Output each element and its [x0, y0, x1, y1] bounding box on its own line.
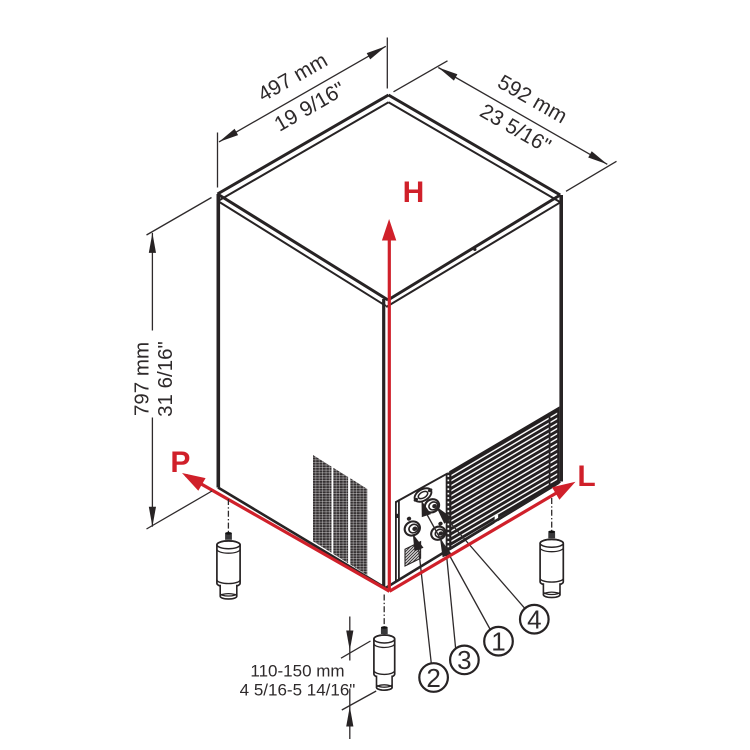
svg-text:4 5/16-5 14/16": 4 5/16-5 14/16" — [240, 681, 356, 700]
svg-text:797 mm: 797 mm — [131, 342, 154, 416]
svg-text:4: 4 — [527, 605, 541, 635]
svg-text:H: H — [403, 176, 425, 209]
svg-text:L: L — [577, 460, 595, 493]
svg-text:31 6/16": 31 6/16" — [154, 341, 177, 417]
svg-text:P: P — [170, 446, 190, 479]
svg-text:110-150 mm: 110-150 mm — [250, 662, 344, 681]
svg-text:3: 3 — [457, 645, 471, 675]
svg-text:2: 2 — [426, 663, 440, 693]
svg-text:1: 1 — [491, 627, 505, 657]
